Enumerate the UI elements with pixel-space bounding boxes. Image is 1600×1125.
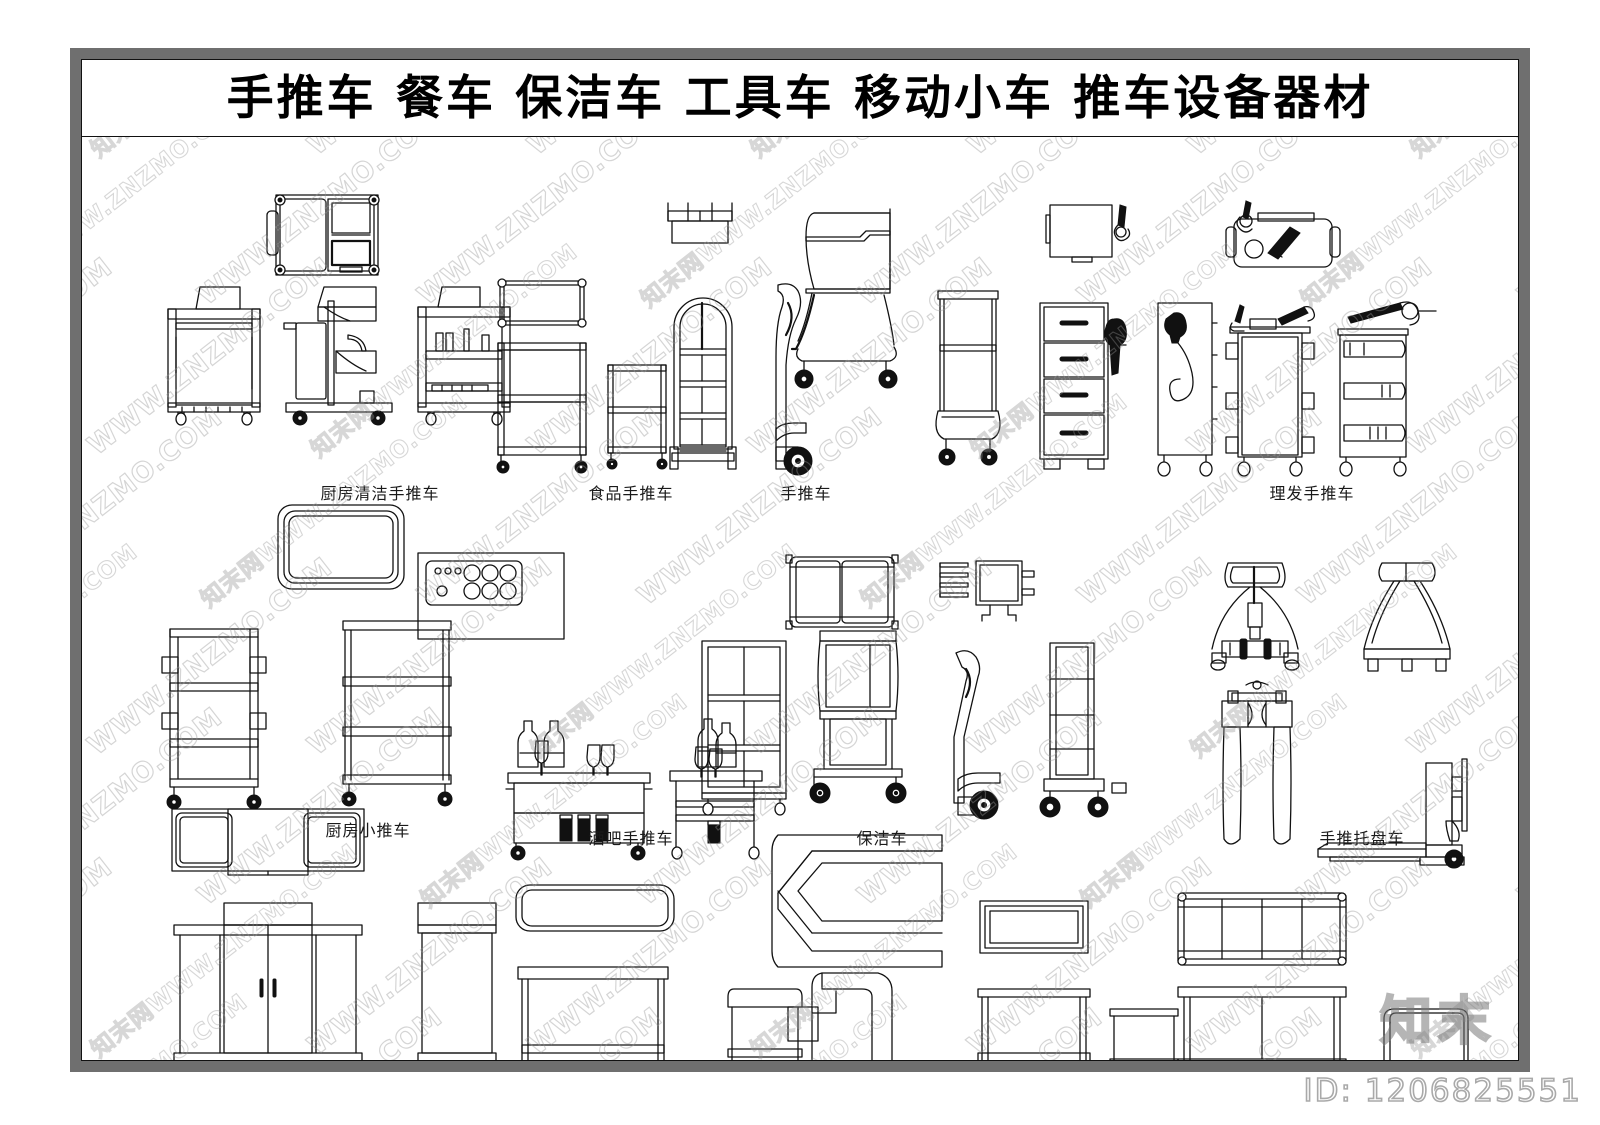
caption-kitchen-small-cart: 厨房小推车 bbox=[325, 821, 411, 840]
drawing-kitchen-cart-side bbox=[337, 615, 457, 815]
watermark-text: 知末网WWW.ZNZMO.COM bbox=[1512, 383, 1518, 613]
drawing-sack-truck-top bbox=[934, 553, 1044, 633]
drawing-food-cart-side bbox=[602, 359, 672, 479]
watermark-text: 知末网WWW.ZNZMO.COM bbox=[82, 538, 143, 764]
drawing-sheet: 手推车 餐车 保洁车 工具车 移动小车 推车设备器材 知末网WWW.ZNZMO.… bbox=[70, 48, 1530, 1072]
page-title: 手推车 餐车 保洁车 工具车 移动小车 推车设备器材 bbox=[226, 70, 1374, 126]
drawing-pallet-truck-front bbox=[1352, 557, 1462, 677]
drawing-food-cart-top bbox=[494, 275, 590, 331]
drawing-hand-truck-side bbox=[760, 279, 830, 479]
drawing-bar-cart-top bbox=[412, 547, 570, 647]
drawing-cleaning-cart-side bbox=[800, 625, 920, 815]
watermark-text: WWW.ZNZMO.COM bbox=[82, 851, 119, 1060]
watermark-text: 知末网WWW.ZNZMO.COM bbox=[742, 137, 1024, 164]
watermark-text: WWW.ZNZMO.COM bbox=[1511, 137, 1518, 312]
watermark-text: WWW.ZNZMO.COM bbox=[82, 251, 119, 462]
drawing-hand-truck-front bbox=[658, 277, 748, 477]
drawing-barber-cart-side bbox=[1330, 297, 1440, 477]
sheet-inner: 手推车 餐车 保洁车 工具车 移动小车 推车设备器材 知末网WWW.ZNZMO.… bbox=[81, 59, 1519, 1061]
watermark-text: WWW.ZNZMO.COM bbox=[301, 137, 559, 162]
drawing-barber-cart-front bbox=[1220, 297, 1320, 477]
drawing-bar-cart-side bbox=[666, 709, 766, 861]
watermark-text: 知末网WWW.ZNZMO.COM bbox=[82, 137, 364, 164]
drawing-meal-cart-top bbox=[510, 879, 680, 939]
watermark-text: WWW.ZNZMO.COM bbox=[1511, 1001, 1518, 1060]
drawing-kitchen-cart-front bbox=[154, 623, 274, 813]
caption-cleaning-cart: 保洁车 bbox=[856, 829, 908, 848]
drawing-pallet-truck-top bbox=[1200, 557, 1310, 677]
drawing-trolley-frame-side bbox=[776, 967, 926, 1060]
caption-hand-truck: 手推车 bbox=[780, 484, 832, 503]
drawing-rack-cart-top bbox=[1172, 887, 1352, 971]
watermark-text: WWW.ZNZMO.COM bbox=[1181, 137, 1439, 162]
drawing-barber-cabinet-top bbox=[1040, 199, 1140, 267]
drawing-delivery-cabinet-top bbox=[168, 803, 368, 883]
caption-food-cart: 食品手推车 bbox=[588, 484, 674, 503]
caption-kitchen-cleaning-cart: 厨房清洁手推车 bbox=[320, 484, 440, 503]
drawing-kitchen-cart-top bbox=[272, 499, 412, 595]
caption-barber-cart: 理发手推车 bbox=[1269, 484, 1355, 503]
drawing-food-cart-front bbox=[492, 337, 592, 477]
drawing-rack-cart-front bbox=[1172, 981, 1352, 1060]
drawing-kitchen-cleaning-cart-top bbox=[262, 189, 392, 281]
drawing-barber-cabinet-side bbox=[1152, 299, 1222, 477]
drawing-hand-truck-top bbox=[660, 199, 740, 251]
drawing-trolley-frame-top bbox=[768, 827, 948, 968]
drawing-drum-truck-side bbox=[1022, 637, 1132, 827]
drawing-delivery-cabinet-side bbox=[412, 899, 502, 1060]
brand-watermark: 知末 bbox=[1379, 991, 1496, 1053]
asset-id-label: ID: 1206825551 bbox=[1303, 1072, 1582, 1110]
drawing-platform-truck-front bbox=[928, 285, 1008, 485]
watermark-text: WWW.ZNZMO.COM bbox=[82, 137, 119, 162]
watermark-text: WWW.ZNZMO.COM bbox=[1511, 701, 1518, 912]
caption-pallet-truck: 手推托盘车 bbox=[1319, 829, 1405, 848]
watermark-text: WWW.ZNZMO.COM bbox=[961, 137, 1219, 162]
drawing-kitchen-cleaning-cart-front bbox=[162, 285, 272, 426]
watermark-text: WWW.ZNZMO.COM bbox=[82, 401, 229, 612]
drawing-cleaning-cart-top bbox=[782, 549, 902, 635]
caption-bar-cart: 酒吧手推车 bbox=[588, 829, 674, 848]
drawing-shelf-cart-top bbox=[974, 895, 1094, 961]
drawing-shelf-cart-front bbox=[972, 983, 1096, 1060]
drawing-kitchen-cleaning-cart-rear bbox=[412, 285, 522, 426]
drawing-bar-cart-front bbox=[504, 709, 654, 861]
watermark-text: WWW.ZNZMO.COM bbox=[521, 137, 779, 162]
drawing-barber-cart-top bbox=[1212, 197, 1362, 277]
drawing-platform-truck-side bbox=[788, 207, 918, 427]
drawing-barber-cabinet-front bbox=[1032, 299, 1148, 477]
drawing-delivery-cabinet-front bbox=[168, 899, 368, 1060]
drawing-kitchen-cleaning-cart-side bbox=[280, 285, 406, 426]
drawing-stacker-side bbox=[1314, 757, 1494, 877]
drawing-meal-cart-front bbox=[508, 959, 678, 1060]
drawing-pallet-truck-plan bbox=[1202, 677, 1312, 857]
title-bar: 手推车 餐车 保洁车 工具车 移动小车 推车设备器材 bbox=[82, 60, 1518, 137]
drawing-rack-cart-side bbox=[1372, 999, 1482, 1060]
drawing-cleaning-cart-front bbox=[694, 635, 794, 816]
watermark-text: 知末网WWW.ZNZMO.COM bbox=[1402, 137, 1518, 164]
drawing-sack-truck-side bbox=[940, 645, 1050, 825]
drawing-shelf-cart-side bbox=[1104, 1003, 1184, 1060]
